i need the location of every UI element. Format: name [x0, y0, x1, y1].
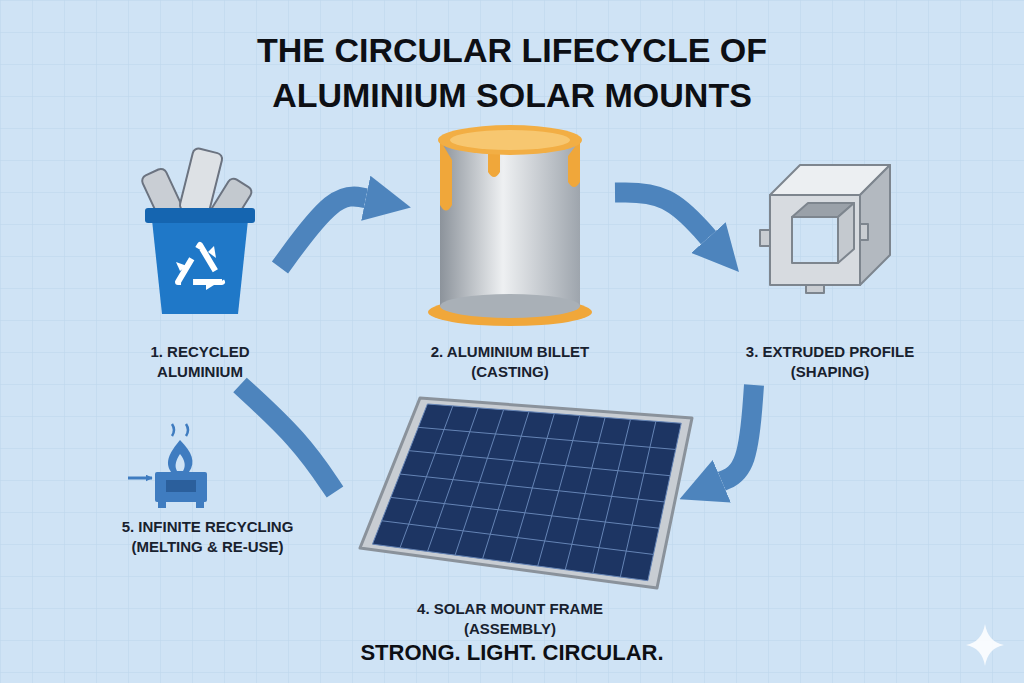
- cycle-arrow: [240, 385, 335, 492]
- cell-line: [409, 451, 670, 476]
- cycle-arrow: [722, 385, 754, 481]
- diagram-caption: STRONG. LIGHT. CIRCULAR.: [212, 640, 812, 666]
- stage-node: 3. EXTRUDED PROFILE(SHAPING): [735, 150, 925, 385]
- stage-label: 2. ALUMINIUM BILLET: [431, 342, 590, 362]
- watermark-star: [966, 624, 1004, 666]
- stage-sublabel: (MELTING & RE-USE): [131, 537, 283, 557]
- stage-sublabel: (ASSEMBLY): [464, 619, 556, 639]
- diagram-title: THE CIRCULAR LIFECYCLE OF ALUMINIUM SOLA…: [162, 28, 862, 118]
- solar-panel-icon: [360, 398, 692, 588]
- cell-line: [427, 404, 681, 423]
- cell-line: [418, 427, 675, 449]
- stage-label: 5. INFINITE RECYCLING: [122, 517, 294, 537]
- cycle-arrow: [615, 192, 708, 237]
- cell-line: [391, 497, 659, 528]
- stage-label: 1. RECYCLED ALUMINIUM: [130, 342, 270, 381]
- aluminium-billet-icon: [428, 125, 592, 326]
- furnace-icon: [128, 424, 207, 508]
- cell-line: [400, 474, 665, 502]
- cell-line: [372, 544, 647, 581]
- stage-sublabel: (CASTING): [471, 362, 549, 382]
- recycle-bin-icon: [140, 147, 255, 314]
- stage-sublabel: (SHAPING): [791, 362, 869, 382]
- stage-label: 4. SOLAR MOUNT FRAME: [417, 599, 603, 619]
- stage-node: 2. ALUMINIUM BILLET(CASTING): [405, 110, 615, 385]
- stage-label: 3. EXTRUDED PROFILE: [746, 342, 914, 362]
- stage-node: 4. SOLAR MOUNT FRAME(ASSEMBLY): [335, 392, 685, 642]
- cycle-arrow: [280, 196, 366, 267]
- stage-node: 5. INFINITE RECYCLING(MELTING & RE-USE): [100, 435, 315, 560]
- extruded-profile-icon: [760, 165, 890, 293]
- stage-node: 1. RECYCLED ALUMINIUM: [120, 150, 280, 385]
- cell-line: [382, 521, 654, 555]
